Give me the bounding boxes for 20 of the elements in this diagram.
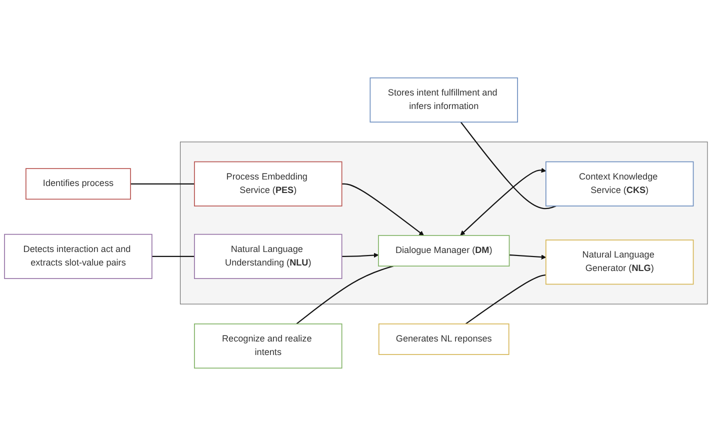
arrow [342,252,379,258]
connector [465,274,546,324]
node-box: Generates NL reponses [378,323,510,355]
node-box: Detects interaction act and extracts slot-value pairs [4,234,152,279]
arrow [342,183,424,236]
node-box: Natural Language Understanding (NLU) [194,234,342,279]
connector [152,256,194,258]
arrow [509,254,546,260]
node-box: Dialogue Manager (DM) [378,235,510,266]
connector [296,266,394,324]
node-box: Context Knowledge Service (CKS) [545,161,694,206]
connector [460,122,556,210]
node-box: Identifies process [26,168,131,200]
node-box: Process Embedding Service (PES) [194,161,342,206]
cluster [180,142,708,304]
node-box: Recognize and realize intents [194,323,342,369]
arrow [460,168,546,236]
node-box: Natural Language Generator (NLG) [545,240,694,285]
node-box: Stores intent fulfillment and infers information [370,77,518,123]
connector [130,183,194,184]
